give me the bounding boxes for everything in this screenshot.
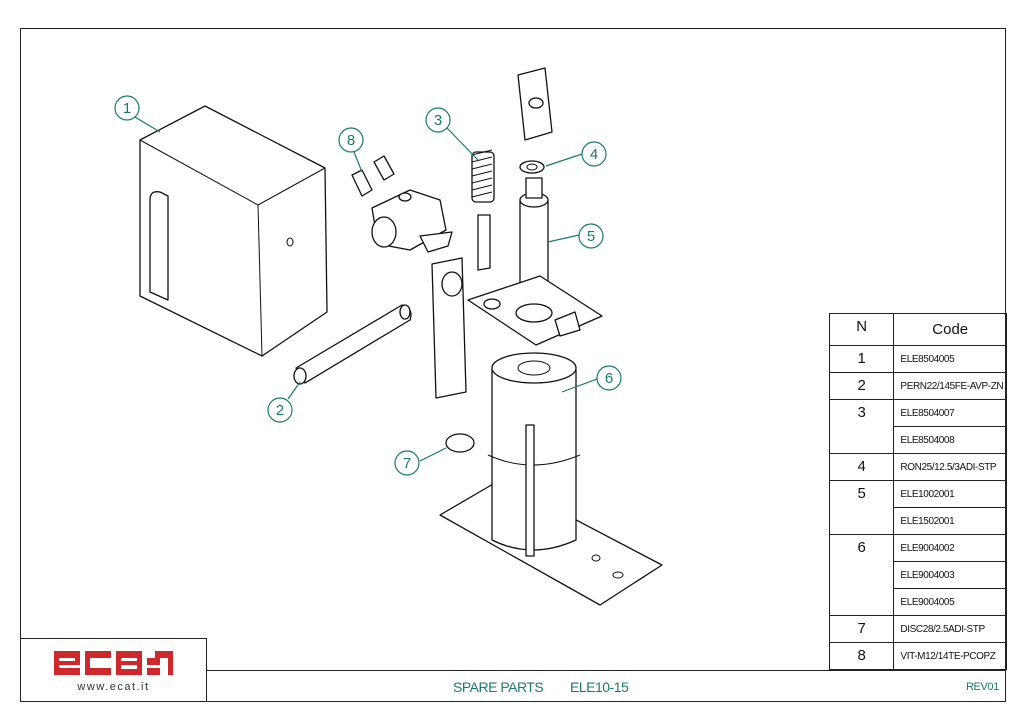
part-disc (445, 433, 475, 453)
part-plate (431, 257, 603, 399)
part-coil (439, 352, 663, 606)
svg-text:3: 3 (434, 112, 442, 129)
row-code: ELE9004002 (893, 534, 1007, 562)
part-lever (371, 189, 453, 253)
table-row: 8 VIT-M12/14TE-PCOPZ (828, 642, 1007, 670)
row-number: 7 (828, 615, 895, 643)
svg-text:1: 1 (123, 100, 131, 117)
callout-7: 7 (394, 450, 420, 476)
row-code: PERN22/145FE-AVP-ZN (893, 372, 1007, 400)
table-row: 2 PERN22/145FE-AVP-ZN (828, 372, 1007, 400)
row-number: 8 (828, 642, 895, 670)
svg-text:5: 5 (587, 228, 595, 245)
table-row: 3 ELE8504007 (828, 399, 1007, 454)
part-cover (139, 105, 328, 357)
row-code: ELE1502001 (893, 507, 1007, 535)
table-row: 1 ELE8504005 (828, 345, 1007, 373)
row-code: ELE9004003 (893, 561, 1007, 589)
row-number: 6 (828, 534, 895, 616)
footer-divider (207, 670, 1006, 671)
row-code: RON25/12.5/3ADI-STP (893, 453, 1007, 481)
part-shaft (519, 177, 549, 290)
part-washer (519, 160, 545, 174)
callout-5: 5 (578, 223, 604, 249)
svg-text:7: 7 (403, 455, 411, 472)
footer-title: SPARE PARTS (453, 679, 544, 695)
callout-2: 2 (267, 397, 293, 423)
ecat-logo (54, 651, 173, 675)
callout-8: 8 (338, 127, 364, 153)
callout-3: 3 (425, 107, 451, 133)
footer-model: ELE10-15 (570, 679, 629, 695)
website-url: www.ecat.it (77, 681, 150, 693)
leader-lines (134, 116, 598, 462)
part-spring (471, 149, 495, 271)
header-n: N (828, 313, 895, 346)
row-code: ELE8504007 (893, 399, 1007, 427)
header-code: Code (893, 313, 1007, 346)
svg-text:6: 6 (605, 370, 613, 387)
parts-table: N Code 1 ELE8504005 2 PERN22/145FE-AVP-Z… (828, 313, 1007, 670)
callout-4: 4 (581, 141, 607, 167)
table-header-row: N Code (828, 313, 1007, 346)
row-code: ELE9004005 (893, 588, 1007, 616)
row-code: VIT-M12/14TE-PCOPZ (893, 642, 1007, 670)
row-code: ELE1002001 (893, 480, 1007, 508)
revision-label: REV01 (966, 681, 999, 693)
row-code: ELE8504008 (893, 426, 1007, 454)
part-plunger-top (517, 67, 553, 141)
table-row: 4 RON25/12.5/3ADI-STP (828, 453, 1007, 481)
callout-6: 6 (596, 365, 622, 391)
table-row: ELE8504008 (830, 426, 1007, 454)
svg-text:4: 4 (590, 146, 598, 163)
row-code: ELE8504005 (893, 345, 1007, 373)
row-code: DISC28/2.5ADI-STP (893, 615, 1007, 643)
logo-box (20, 638, 207, 702)
row-number: 2 (828, 372, 895, 400)
part-pin (293, 304, 412, 385)
part-nuts (351, 155, 395, 197)
svg-text:2: 2 (276, 402, 284, 419)
table-row: 7 DISC28/2.5ADI-STP (828, 615, 1007, 643)
svg-text:8: 8 (347, 132, 355, 149)
row-number: 1 (828, 345, 895, 373)
row-number: 5 (828, 480, 895, 535)
table-row: 6 ELE9004002 (828, 534, 1007, 616)
table-row: 5 ELE1002001 (828, 480, 1007, 535)
callout-1: 1 (114, 95, 140, 121)
row-number: 4 (828, 453, 895, 481)
row-number: 3 (828, 399, 895, 454)
